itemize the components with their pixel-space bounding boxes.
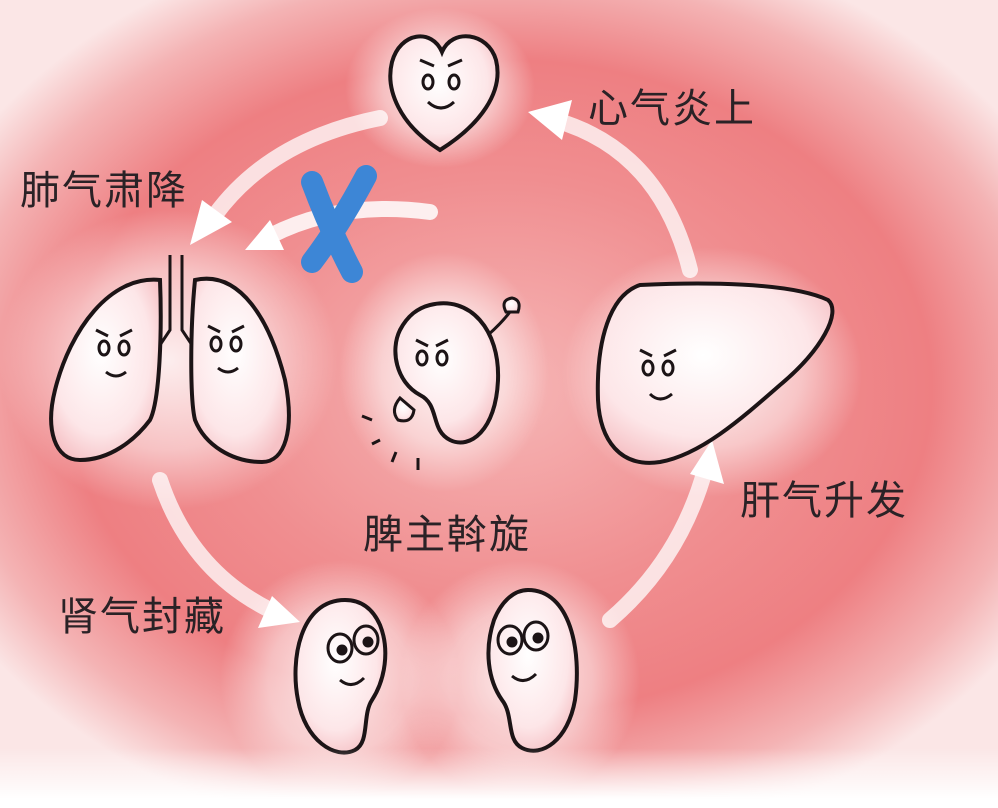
label-heart: 心气炎上 xyxy=(588,76,756,134)
label-kidney: 肾气封藏 xyxy=(58,584,226,642)
arrow-liver-to-heart xyxy=(555,120,690,270)
arrow-liver-to-heart-head xyxy=(528,100,572,140)
label-lung: 肺气肃降 xyxy=(20,158,188,216)
label-liver: 肝气升发 xyxy=(740,468,908,526)
arrow-kidneys-to-liver xyxy=(610,470,705,620)
blocked-cross-icon xyxy=(312,176,366,272)
label-spleen: 脾主斡旋 xyxy=(363,502,531,560)
